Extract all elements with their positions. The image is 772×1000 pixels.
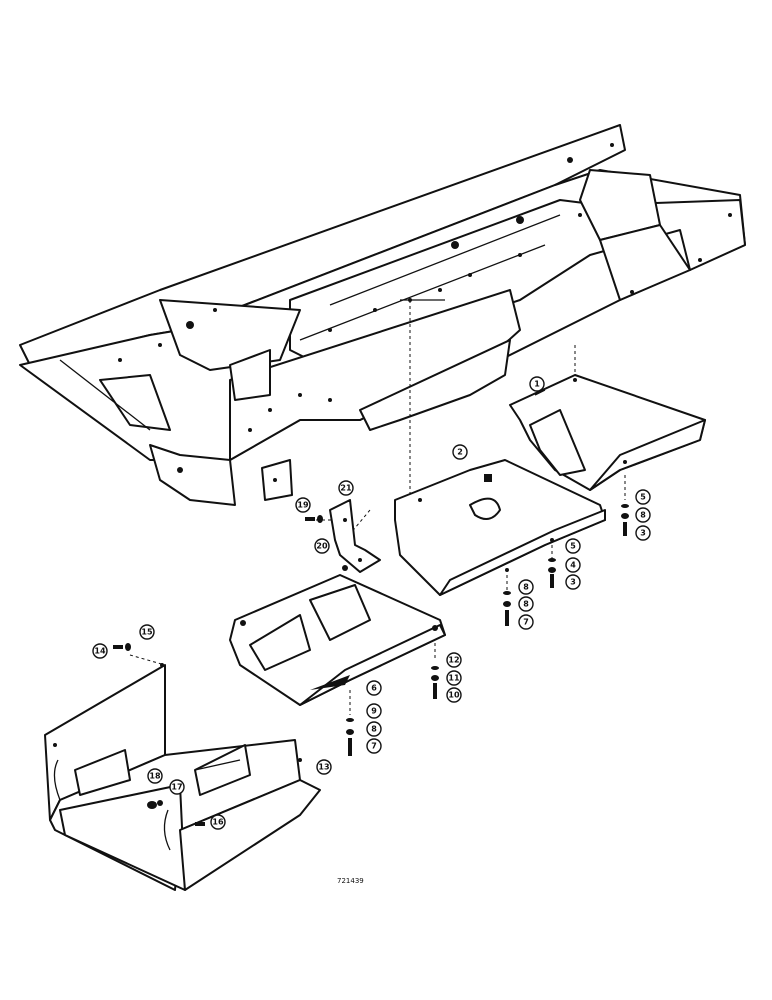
callout-13: 13 bbox=[316, 759, 332, 775]
guard-plate-1 bbox=[509, 374, 706, 491]
callout-14: 14 bbox=[92, 643, 108, 659]
svg-text:12: 12 bbox=[448, 656, 459, 665]
svg-text:7: 7 bbox=[371, 742, 377, 751]
svg-text:7: 7 bbox=[523, 618, 529, 627]
svg-text:3: 3 bbox=[640, 529, 646, 538]
svg-text:11: 11 bbox=[448, 674, 460, 683]
svg-text:21: 21 bbox=[340, 484, 352, 493]
svg-text:9: 9 bbox=[371, 707, 377, 716]
svg-text:4: 4 bbox=[570, 561, 576, 570]
callout-7: 7 bbox=[366, 738, 382, 754]
svg-text:18: 18 bbox=[149, 772, 161, 781]
svg-text:1: 1 bbox=[534, 380, 540, 389]
svg-text:8: 8 bbox=[371, 725, 377, 734]
rear-guard-13 bbox=[44, 663, 321, 891]
callout-3: 3 bbox=[565, 574, 581, 590]
callout-15: 15 bbox=[139, 624, 155, 640]
callout-21: 21 bbox=[338, 480, 354, 496]
svg-text:13: 13 bbox=[318, 763, 329, 772]
callout-2: 2 bbox=[452, 444, 468, 460]
svg-text:20: 20 bbox=[316, 542, 328, 551]
svg-text:2: 2 bbox=[457, 448, 463, 457]
svg-text:17: 17 bbox=[171, 783, 182, 792]
callout-8: 8 bbox=[635, 507, 651, 523]
callout-3: 3 bbox=[635, 525, 651, 541]
svg-text:5: 5 bbox=[570, 542, 576, 551]
bracket-21 bbox=[329, 499, 381, 573]
svg-text:14: 14 bbox=[94, 647, 106, 656]
callout-18: 18 bbox=[147, 768, 163, 784]
callout-8: 8 bbox=[518, 579, 534, 595]
svg-text:16: 16 bbox=[212, 818, 224, 827]
callout-10: 10 bbox=[446, 687, 462, 703]
svg-text:3: 3 bbox=[570, 578, 576, 587]
callout-5: 5 bbox=[565, 538, 581, 554]
callout-20: 20 bbox=[314, 538, 330, 554]
callout-1: 1 bbox=[529, 376, 545, 392]
svg-text:8: 8 bbox=[523, 583, 529, 592]
hardware bbox=[113, 504, 629, 826]
svg-text:6: 6 bbox=[371, 684, 377, 693]
guard-plate-6 bbox=[229, 565, 446, 706]
callout-17: 17 bbox=[169, 779, 185, 795]
callout-8: 8 bbox=[518, 596, 534, 612]
svg-text:8: 8 bbox=[640, 511, 646, 520]
guard-plate-2 bbox=[394, 459, 606, 596]
drawing-number: 721439 bbox=[337, 877, 364, 885]
callout-4: 4 bbox=[565, 557, 581, 573]
svg-text:19: 19 bbox=[297, 501, 309, 510]
callout-7: 7 bbox=[518, 614, 534, 630]
main-frame bbox=[19, 124, 746, 506]
callout-12: 12 bbox=[446, 652, 462, 668]
callout-5: 5 bbox=[635, 489, 651, 505]
svg-text:10: 10 bbox=[448, 691, 460, 700]
callout-9: 9 bbox=[366, 703, 382, 719]
svg-text:15: 15 bbox=[141, 628, 153, 637]
callout-16: 16 bbox=[210, 814, 226, 830]
callout-8: 8 bbox=[366, 721, 382, 737]
svg-text:8: 8 bbox=[523, 600, 529, 609]
frame-holes bbox=[118, 143, 732, 482]
callout-19: 19 bbox=[295, 497, 311, 513]
svg-text:5: 5 bbox=[640, 493, 646, 502]
callout-11: 11 bbox=[446, 670, 462, 686]
callout-6: 6 bbox=[366, 680, 382, 696]
